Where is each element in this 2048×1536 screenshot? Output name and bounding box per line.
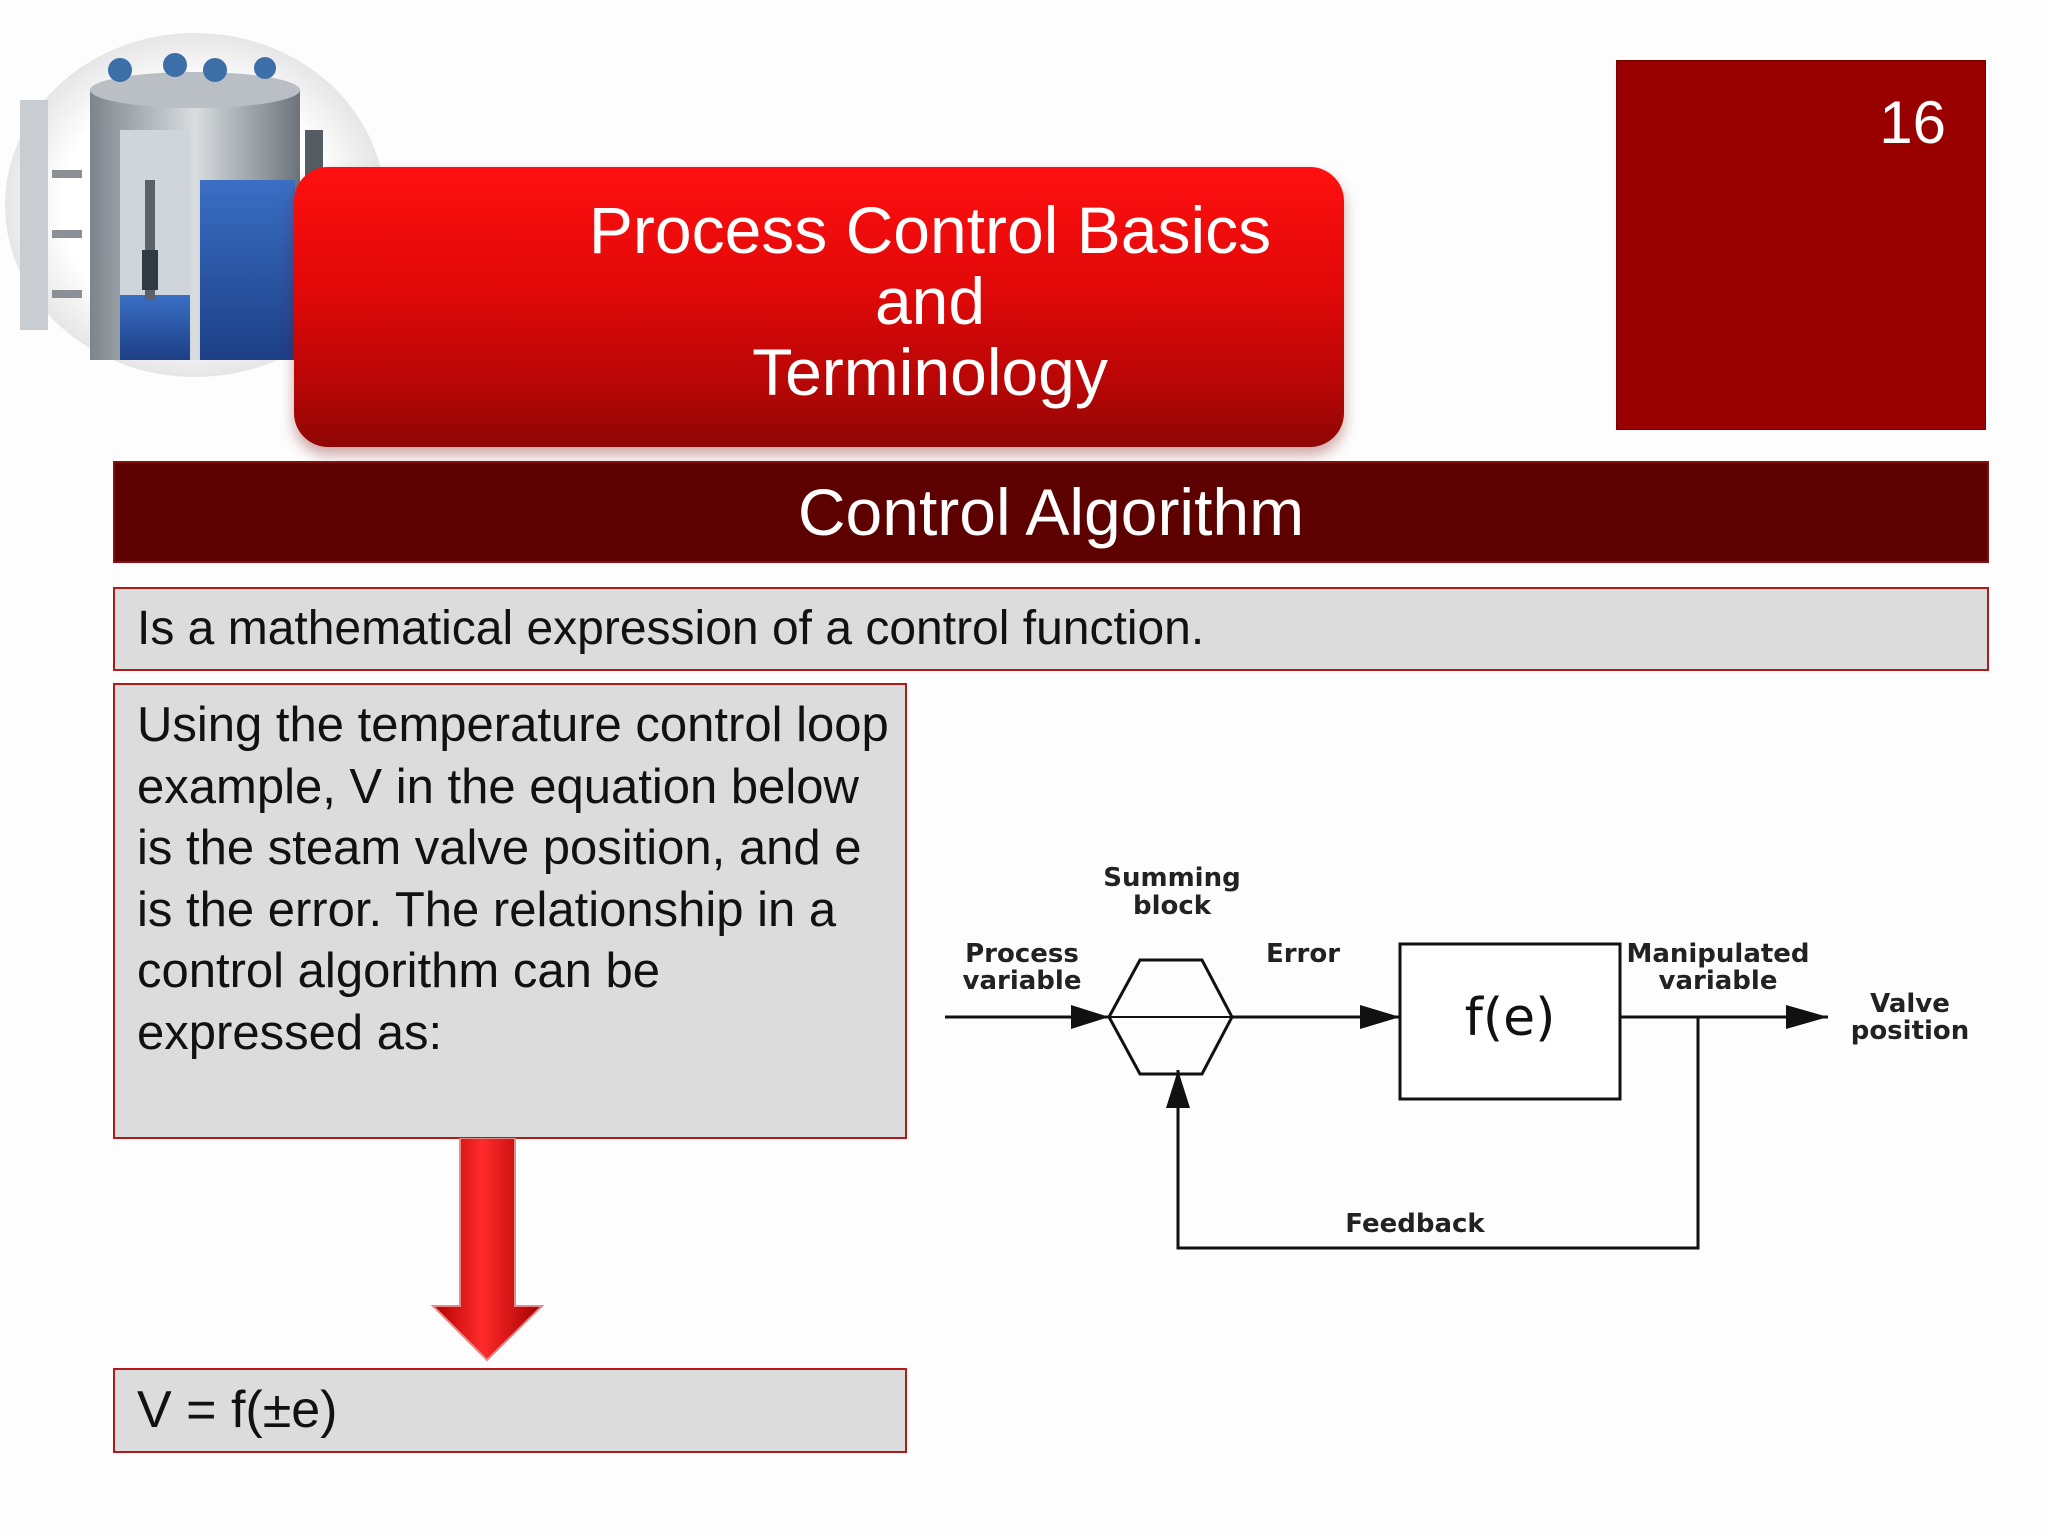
down-arrow-icon <box>430 1138 545 1362</box>
function-box-label: f(e) <box>1465 988 1556 1048</box>
slide-title: Process Control Basics and Terminology <box>520 195 1340 408</box>
feedback-path <box>1176 1017 1700 1250</box>
title-line-1: Process Control Basics <box>588 193 1272 267</box>
section-heading: Control Algorithm <box>113 461 1989 563</box>
valve-position-label-1: Valve <box>1870 989 1950 1019</box>
equation-box: V = f(±e) <box>113 1368 907 1453</box>
explanation-box: Using the temperature control loop examp… <box>113 683 907 1139</box>
title-line-3: Terminology <box>752 335 1108 409</box>
process-variable-arrowhead <box>1071 1005 1109 1029</box>
process-variable-label-2: variable <box>963 966 1082 996</box>
output-arrowhead <box>1786 1005 1828 1029</box>
slide-number-box <box>1616 60 1986 430</box>
title-banner <box>294 167 1344 447</box>
control-loop-diagram: f(e) Summing block Process variable Erro… <box>945 863 1970 1250</box>
summing-block-label-1: Summing <box>1103 863 1240 893</box>
process-variable-label-1: Process <box>965 939 1079 969</box>
valve-position-label-2: position <box>1851 1016 1970 1046</box>
function-box <box>1398 942 1622 1101</box>
title-line-2: and <box>874 264 986 338</box>
summing-block-label-2: block <box>1133 891 1212 921</box>
manipulated-variable-label-1: Manipulated <box>1626 939 1809 969</box>
slide-number: 16 <box>1879 89 1946 156</box>
error-arrowhead <box>1360 1005 1400 1029</box>
definition-box: Is a mathematical expression of a contro… <box>113 587 1989 671</box>
manipulated-variable-label-2: variable <box>1659 966 1778 996</box>
feedback-arrowhead <box>1166 1070 1190 1108</box>
summing-block-hexagon <box>1107 958 1234 1076</box>
error-label: Error <box>1266 939 1340 969</box>
feedback-label: Feedback <box>1345 1209 1485 1239</box>
tank-illustration <box>5 33 385 377</box>
